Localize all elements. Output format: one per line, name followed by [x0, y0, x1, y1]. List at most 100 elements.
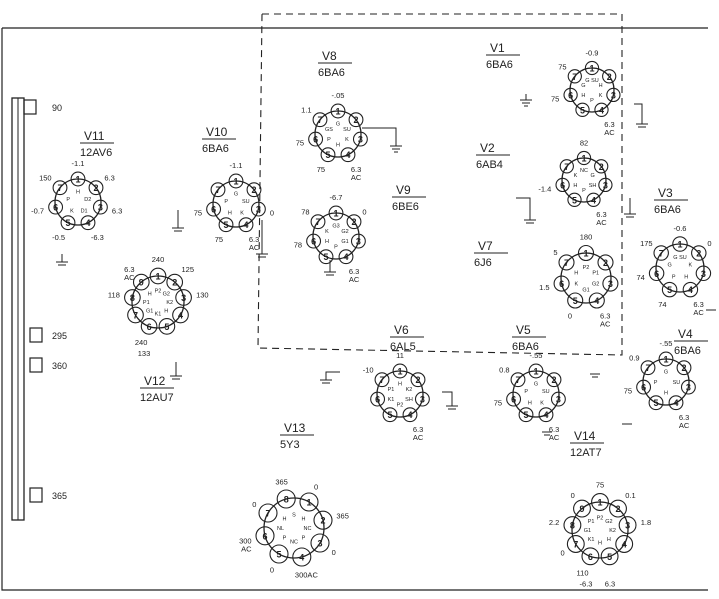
socket-outline — [642, 358, 690, 406]
pin-voltage: 110 — [577, 569, 589, 578]
pin-voltage: 75 — [551, 94, 559, 103]
pin-number: 4 — [243, 220, 248, 230]
pin-number: 6 — [147, 322, 152, 332]
pin-circle — [338, 249, 354, 265]
pin-circle — [299, 492, 319, 512]
tube-type: 6BA6 — [674, 345, 701, 357]
tube-type: 6BA6 — [486, 59, 513, 71]
pin-circle — [206, 201, 222, 217]
pin-voltage: -0.6 — [674, 224, 687, 233]
pin-number: 5 — [223, 220, 228, 230]
pin-voltage: 0 — [270, 566, 274, 575]
pin-function-symbol: P — [224, 199, 228, 205]
pin-circle — [292, 547, 312, 567]
socket-outline — [376, 370, 424, 418]
pin-voltage: 0 — [707, 239, 711, 248]
pin-circle — [140, 318, 158, 335]
pin-voltage: 180 — [580, 233, 593, 242]
pin-voltage: 150 — [39, 174, 52, 183]
pin-function-symbol: P1 — [588, 519, 595, 525]
pin-voltage-extra: 133 — [138, 349, 151, 358]
pin-number: 6 — [641, 383, 646, 393]
pin-voltage: 0 — [270, 209, 274, 218]
pin-number: 7 — [645, 363, 650, 373]
pin-circle — [414, 391, 430, 407]
pin-function-symbol: G — [534, 382, 538, 388]
pin-function-symbol: GS — [325, 127, 333, 133]
tube-label: V5 — [516, 323, 531, 337]
pin-function-symbol: G2 — [341, 229, 348, 235]
pin-number: 2 — [603, 258, 608, 268]
pin-voltage: 75 — [194, 209, 202, 218]
pin-circle — [676, 360, 692, 376]
pin-number: 2 — [353, 115, 358, 125]
pin-circle — [581, 547, 600, 566]
pin-voltage-unit: AC — [596, 218, 607, 227]
pin-voltage-unit: AC — [600, 319, 611, 328]
rail-label-365: 365 — [52, 491, 67, 501]
pin-function-symbol: H — [302, 517, 306, 523]
pin-number: 3 — [317, 539, 322, 549]
pin-function-symbol: H — [684, 275, 688, 281]
pin-function-symbol: H — [325, 239, 329, 245]
pin-number: 4 — [673, 398, 678, 408]
pin-voltage: 75 — [296, 139, 304, 148]
pin-number: 7 — [573, 540, 578, 550]
pin-voltage: 75 — [624, 387, 632, 396]
pin-number: 2 — [415, 375, 420, 385]
pin-function-symbol: G SU — [585, 78, 598, 84]
pin-number: 4 — [343, 252, 348, 262]
pin-circle — [602, 69, 617, 84]
pin-function-symbol: P2 — [397, 402, 404, 408]
pin-circle — [586, 192, 601, 207]
pin-function-symbol: H — [598, 541, 602, 547]
pin-voltage: 1.1 — [301, 106, 311, 115]
pin-circle — [306, 233, 322, 249]
pin-voltage: 0 — [252, 500, 256, 509]
pin-voltage-extra: -6.3 — [580, 579, 593, 588]
pin-voltage: 75 — [596, 481, 604, 490]
tube-label: V9 — [396, 183, 411, 197]
pin-circle — [158, 318, 176, 335]
pin-number: 9 — [139, 278, 144, 288]
pin-voltage: 1.8 — [641, 518, 651, 527]
pin-number: 3 — [358, 135, 363, 145]
pin-number: 4 — [543, 410, 548, 420]
pin-number: 7 — [379, 375, 384, 385]
pin-circle — [648, 265, 665, 282]
pin-voltage: -0.9 — [586, 48, 599, 57]
pin-function-symbol: P — [582, 188, 586, 194]
pin-circle — [258, 503, 278, 523]
pin-circle — [348, 112, 364, 128]
pin-number: 7 — [515, 375, 520, 385]
pin-circle — [310, 533, 330, 553]
pin-number: 3 — [625, 521, 630, 531]
pin-voltage-unit: AC — [679, 421, 690, 430]
pin-number: 2 — [607, 72, 612, 82]
pin-circle — [238, 217, 254, 233]
pin-function-symbol: P1 — [388, 387, 395, 393]
pin-circle — [528, 363, 544, 379]
pin-voltage: 6.3 — [104, 174, 114, 183]
pin-circle — [559, 159, 574, 174]
socket-outline — [561, 157, 607, 203]
pin-number: 2 — [599, 162, 604, 172]
pin-circle — [60, 215, 76, 231]
pin-function-symbol: K1 — [388, 397, 395, 403]
pin-circle — [546, 372, 562, 388]
pin-function-symbol: P — [334, 244, 338, 250]
pin-voltage: 0 — [571, 491, 575, 500]
tube-type: 6BA6 — [202, 143, 229, 155]
pin-number: 2 — [351, 217, 356, 227]
tube-label: V10 — [206, 125, 228, 139]
pin-function-symbol: H — [599, 83, 603, 89]
pin-function-symbol: K — [325, 229, 329, 235]
pin-number: 7 — [265, 509, 270, 519]
tube-type: 6BA6 — [512, 341, 539, 353]
pin-number: 5 — [65, 218, 70, 228]
pin-circle — [691, 245, 707, 261]
pin-voltage: 78 — [301, 208, 309, 217]
pin-number: 1 — [677, 240, 682, 250]
